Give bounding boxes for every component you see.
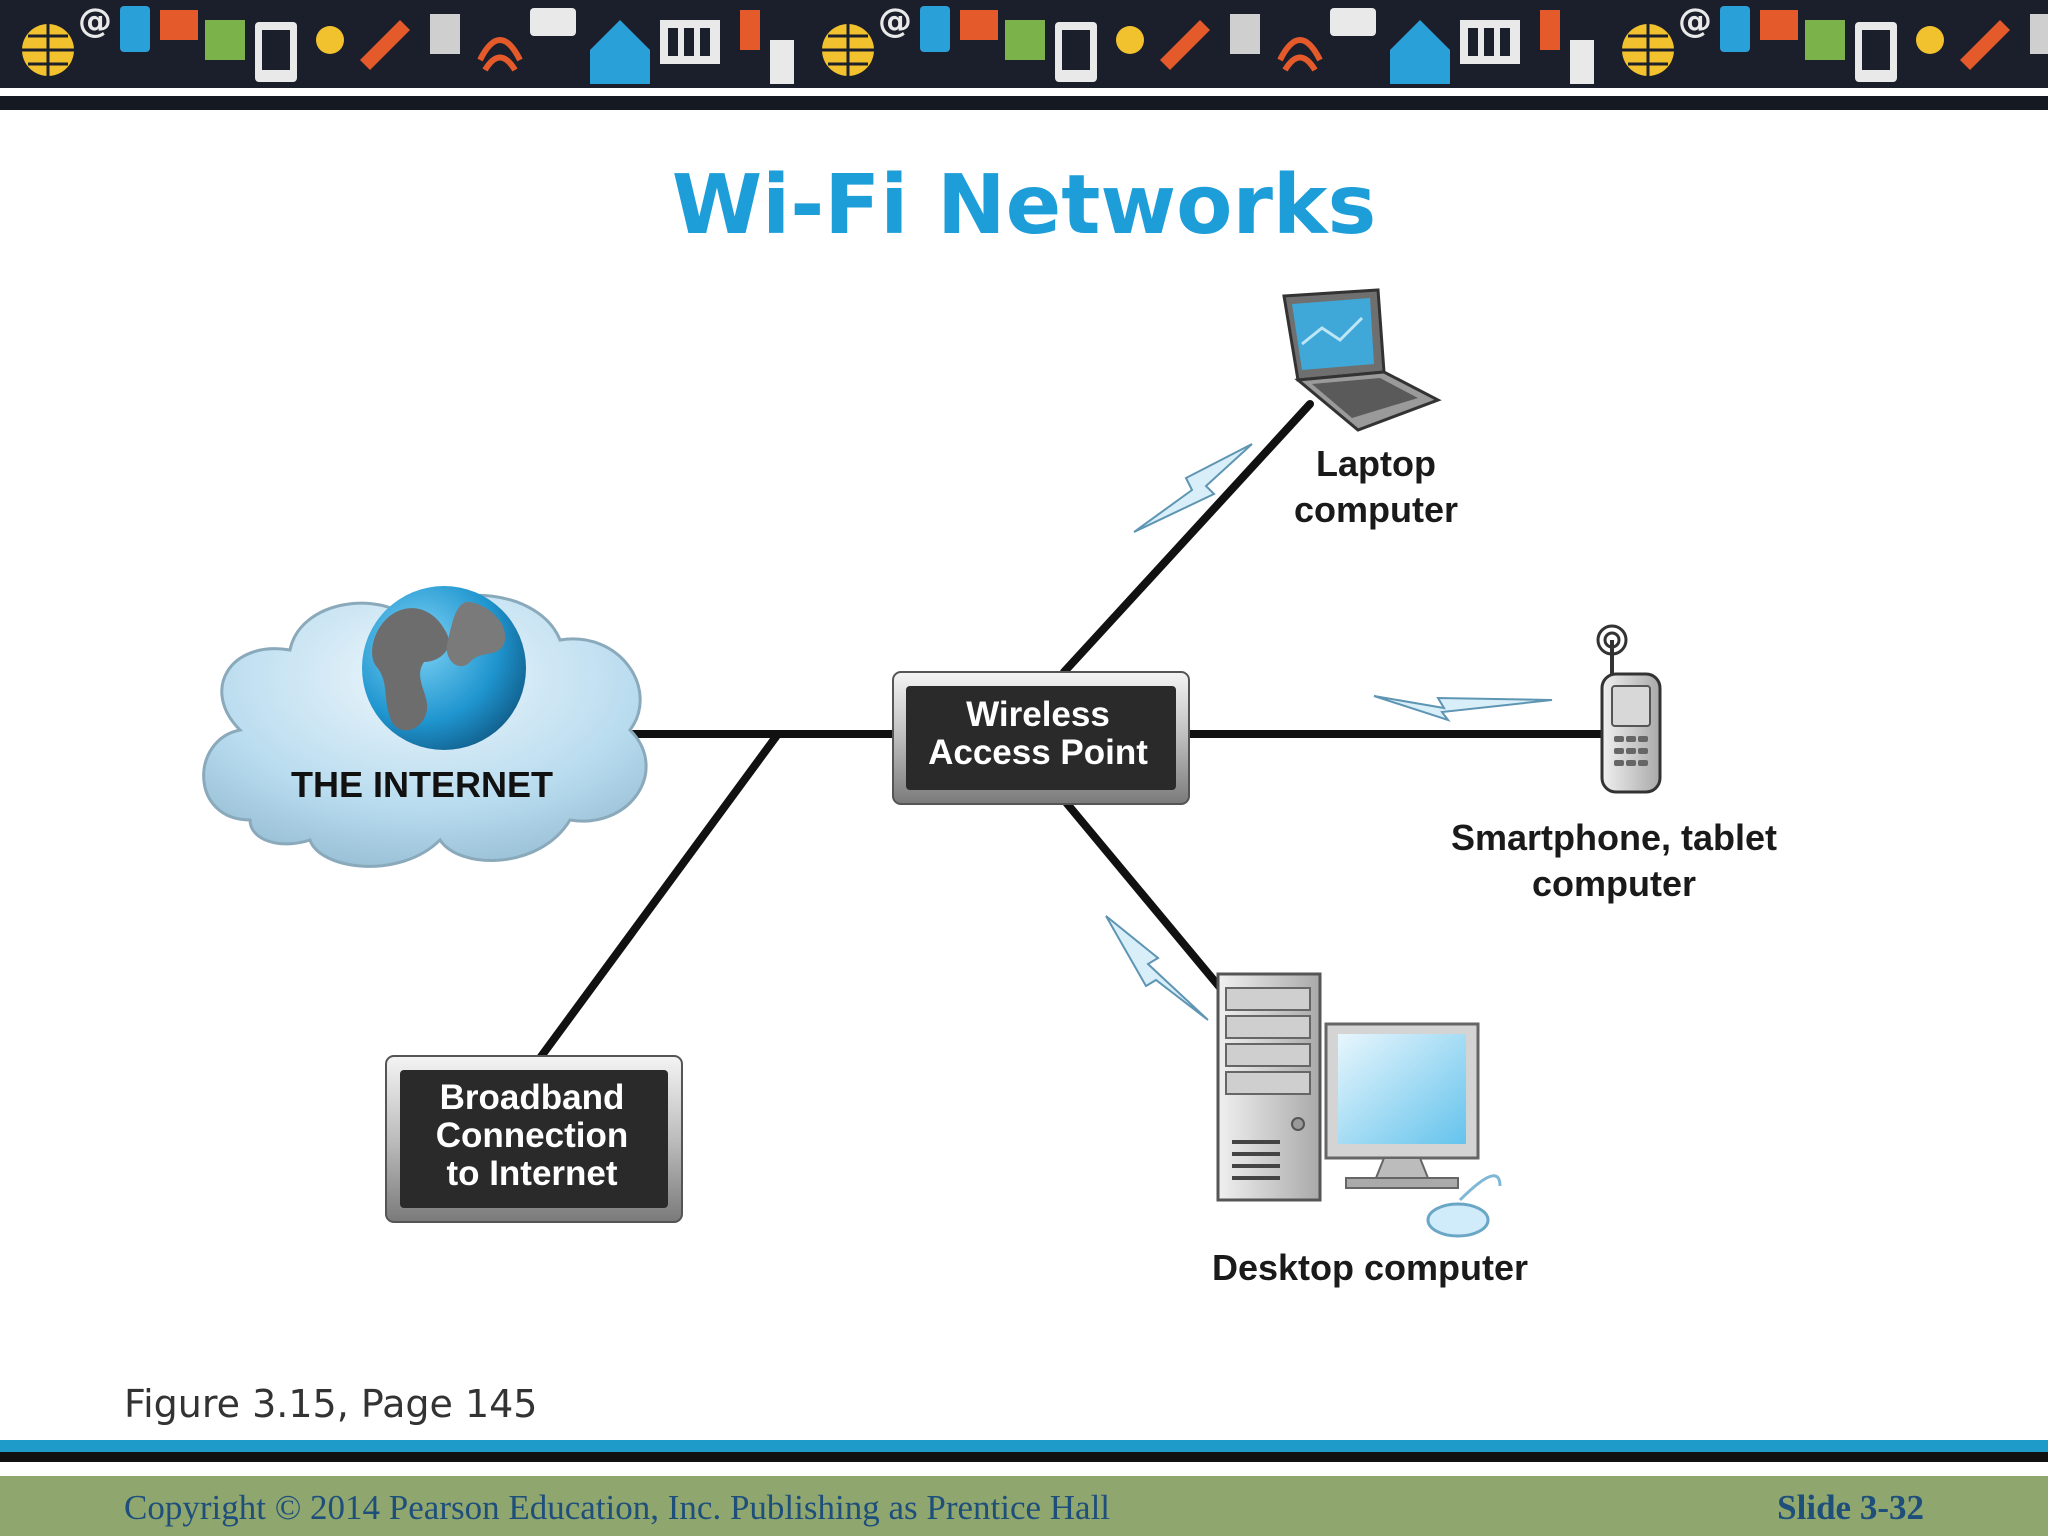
wireless-access-point: Wireless Access Point [892,671,1190,805]
access-point-label-line1: Wireless [966,695,1110,734]
broadband-label-line3: to Internet [446,1154,617,1193]
smartphone-label-line1: Smartphone, tablet [1451,817,1777,858]
globe-icon [362,586,526,750]
laptop-label-line2: computer [1294,489,1458,530]
slide-number: Slide 3-32 [1777,1488,1924,1527]
internet-label: THE INTERNET [291,764,553,805]
monitor-icon [1324,1022,1480,1189]
footer-dark-bar [0,1452,2048,1462]
line-ap-to-desktop [1060,796,1226,994]
desktop-label: Desktop computer [1212,1247,1528,1288]
internet-cloud: THE INTERNET [202,586,648,868]
connection-lines [536,400,1612,1062]
broadband-label-line1: Broadband [440,1078,625,1117]
banner-divider-dark [0,96,2048,110]
slide-title: Wi-Fi Networks [671,158,1377,253]
smartphone-icon [1596,624,1662,794]
broadband-connection-box: Broadband Connection to Internet [385,1055,683,1223]
svg-text:@: @ [78,1,112,41]
smartphone-label-line2: computer [1532,863,1696,904]
banner: @ [0,0,2048,88]
desktop-tower-icon [1216,972,1322,1202]
lightning-icon [1133,443,1253,533]
lightning-icon [1373,695,1553,722]
banner-divider [0,88,2048,96]
broadband-label-line2: Connection [436,1116,628,1155]
line-ap-to-laptop [1060,400,1314,676]
figure-caption: Figure 3.15, Page 145 [124,1382,538,1426]
laptop-icon [1282,288,1442,432]
footer [0,1476,2048,1536]
copyright-text: Copyright © 2014 Pearson Education, Inc.… [124,1488,1111,1527]
line-broadband [536,730,782,1062]
footer-accent-bar [0,1440,2048,1452]
lightning-icon [1105,915,1209,1021]
mouse-icon [1426,1174,1502,1238]
tech-icons-pattern: @ [22,0,2048,88]
laptop-label-line1: Laptop [1316,443,1436,484]
access-point-label-line2: Access Point [928,733,1148,772]
